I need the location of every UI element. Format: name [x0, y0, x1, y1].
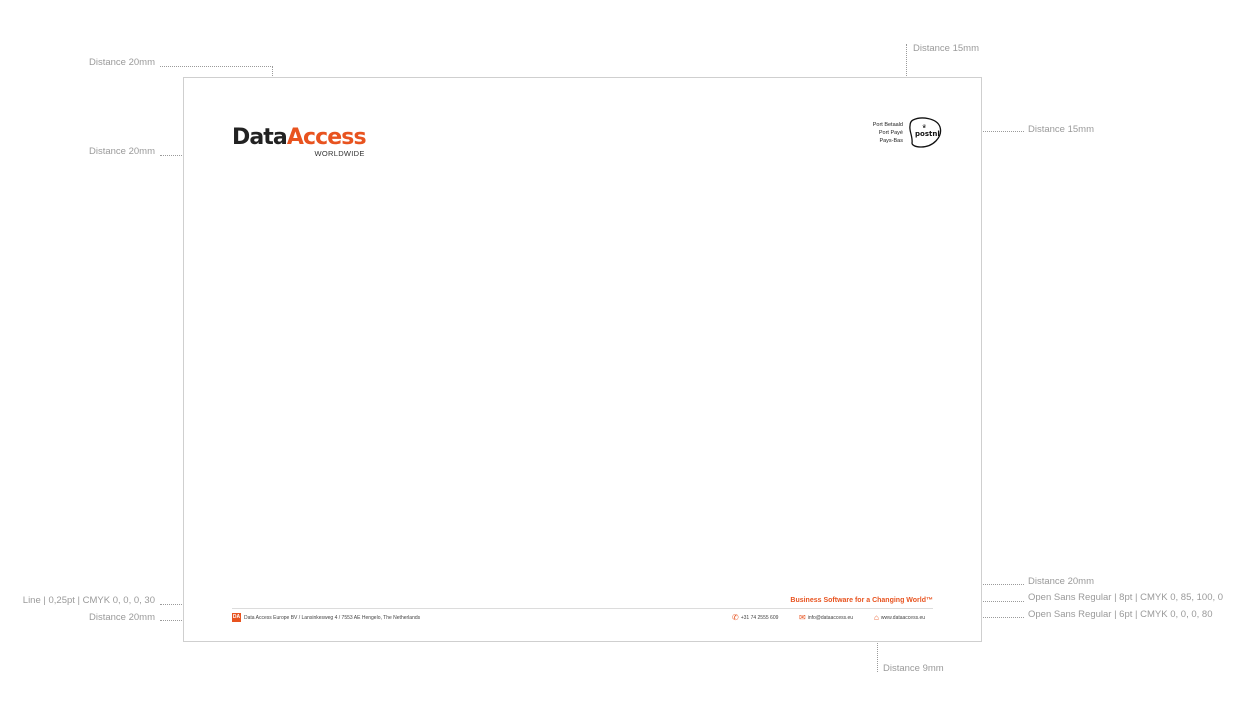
leader-top-right-vertical	[906, 44, 907, 104]
letterhead-sheet: DataAccess WORLDWIDE Port Betaald Port P…	[183, 77, 982, 642]
annotation-bottom-distance: Distance 9mm	[883, 663, 944, 674]
footer-tagline: Business Software for a Changing World™	[790, 597, 933, 604]
annotation-top-right-distance: Distance 15mm	[913, 43, 979, 54]
annotation-bottom-right-distance: Distance 20mm	[1028, 576, 1094, 587]
logo-word-access: Access	[286, 125, 367, 150]
logo-subtitle: WORLDWIDE	[314, 149, 365, 158]
annotation-right-postage-distance: Distance 15mm	[1028, 124, 1094, 135]
footer-phone: ✆ +31 74 2555 609	[732, 614, 778, 622]
postage-text: Port Betaald Port Payé Pays-Bas	[873, 121, 903, 145]
annotation-line-spec: Line | 0,25pt | CMYK 0, 0, 0, 30	[22, 595, 155, 606]
footer-website-text: www.dataaccess.eu	[880, 615, 926, 621]
postnl-brand-text: postnl	[915, 130, 940, 138]
annotation-left-logo-distance: Distance 20mm	[89, 146, 155, 157]
footer-divider-line	[232, 608, 933, 609]
leader-tagline-spec	[952, 601, 1024, 602]
annotation-top-left-distance: Distance 20mm	[89, 57, 155, 68]
footer-website: ⌂ www.dataaccess.eu	[874, 614, 925, 622]
footer-phone-text: +31 74 2555 609	[740, 615, 779, 621]
leader-bottom-vertical	[877, 624, 878, 672]
annotation-bottom-left-distance: Distance 20mm	[89, 612, 155, 623]
logo-word-data: Data	[232, 125, 288, 150]
crown-icon: ♛	[922, 124, 926, 130]
postage-line-1: Port Betaald	[872, 122, 903, 128]
home-icon: ⌂	[874, 613, 879, 622]
annotation-tagline-spec: Open Sans Regular | 8pt | CMYK 0, 85, 10…	[1028, 592, 1224, 603]
footer-email-text: info@dataaccess.eu	[807, 615, 854, 621]
mail-icon: ✉	[799, 613, 806, 622]
leader-top-left	[160, 66, 273, 67]
footer-email: ✉ info@dataaccess.eu	[799, 614, 853, 622]
postnl-logo-icon: postnl ♛	[909, 117, 942, 148]
dataaccess-mark-icon: DA	[232, 613, 241, 622]
dataaccess-logo: DataAccess WORLDWIDE	[232, 125, 367, 159]
postage-line-3: Pays-Bas	[879, 138, 903, 144]
footer-contact-row: DA Data Access Europe BV / Lansinkesweg …	[232, 613, 933, 625]
leader-footer-spec	[952, 617, 1024, 618]
annotation-footer-spec: Open Sans Regular | 6pt | CMYK 0, 0, 0, …	[1028, 609, 1213, 620]
phone-icon: ✆	[732, 613, 739, 622]
leader-right-postage	[952, 131, 1024, 132]
footer-address: Data Access Europe BV / Lansinkesweg 4 /…	[244, 614, 421, 621]
postage-line-2: Port Payé	[878, 130, 903, 136]
leader-bottom-right	[952, 584, 1024, 585]
postage-mark: Port Betaald Port Payé Pays-Bas postnl ♛	[863, 117, 943, 149]
footer-address-block: DA Data Access Europe BV / Lansinkesweg …	[232, 613, 420, 622]
